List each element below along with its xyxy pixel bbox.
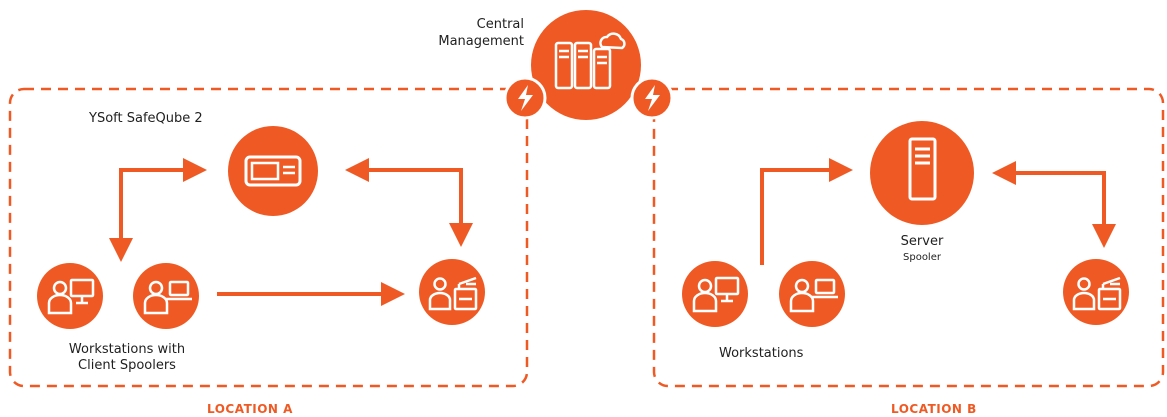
printer-a xyxy=(419,259,485,325)
central-management-label-2: Management xyxy=(438,34,524,49)
lightning-icon xyxy=(518,85,533,111)
lightning-icon xyxy=(645,85,660,111)
user-laptop-icon xyxy=(143,280,192,315)
link-node-a xyxy=(503,76,547,120)
appliance-icon xyxy=(244,155,302,187)
user-printer-icon xyxy=(428,276,478,311)
server-node xyxy=(870,121,974,225)
user-desktop-icon xyxy=(47,278,95,315)
location-b-label: LOCATION B xyxy=(891,402,977,416)
location-b-box xyxy=(652,87,1165,388)
arrow-workstation-to-server xyxy=(760,158,853,265)
user-laptop-icon xyxy=(789,278,838,313)
server-cloud-icon xyxy=(554,32,626,90)
location-a-box xyxy=(8,87,529,388)
workstation-a-desktop xyxy=(37,263,103,329)
link-node-b xyxy=(630,76,674,120)
workstations-a-label-2: Client Spoolers xyxy=(78,358,176,373)
central-management-node xyxy=(531,10,641,120)
arrow-server-to-printer-b xyxy=(992,161,1116,248)
server-tower-icon xyxy=(908,137,937,201)
workstation-b-desktop xyxy=(682,261,748,327)
printer-b xyxy=(1063,259,1129,325)
user-desktop-icon xyxy=(692,276,740,313)
workstations-b-label: Workstations xyxy=(719,346,804,361)
location-a-label: LOCATION A xyxy=(207,402,293,416)
arrow-safequbc-to-workstation xyxy=(109,158,207,262)
workstation-a-laptop xyxy=(133,263,199,329)
safequbc-node xyxy=(228,126,318,216)
workstation-b-laptop xyxy=(779,261,845,327)
server-label: Server xyxy=(900,234,944,249)
arrow-safequbc-to-printer-a xyxy=(345,158,473,247)
workstations-a-label-1: Workstations with xyxy=(68,342,186,357)
safequbc-label: YSoft SafeQube 2 xyxy=(89,111,203,126)
spooler-label: Spooler xyxy=(903,252,941,263)
user-printer-icon xyxy=(1072,276,1122,311)
central-management-label-1: Central xyxy=(476,17,524,32)
